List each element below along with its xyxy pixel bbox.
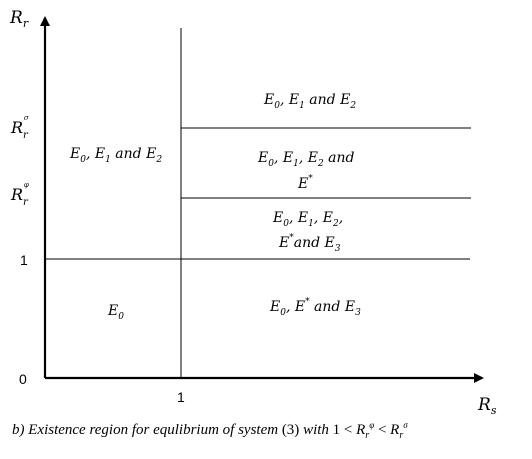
origin-label: 0	[19, 371, 27, 387]
region-right-lower-line2: E*and E3	[278, 233, 341, 254]
y-tick-phi: Rrφ	[10, 181, 29, 208]
region-right-lower-line1: E0, E1, E2,	[272, 210, 343, 229]
caption-with: with	[299, 422, 333, 438]
caption-lt1: <	[340, 422, 357, 438]
caption-one: 1	[332, 422, 341, 438]
caption-r2: Rrσ	[390, 420, 408, 441]
region-left-lower: E0	[107, 303, 124, 322]
region-right-mid-line2: E*	[297, 174, 313, 192]
y-tick-sigma: Rrσ	[10, 114, 29, 141]
x-tick-1: 1	[177, 389, 185, 405]
region-left-upper: E0, E1 and E2	[69, 146, 162, 165]
figure-caption: b) Existence region for equlibrium of sy…	[12, 420, 527, 441]
caption-prefix: b) Existence region for equlibrium of sy…	[12, 422, 282, 438]
y-axis-label: Rr	[9, 8, 29, 30]
caption-r1: Rrφ	[356, 420, 375, 441]
y-tick-1: 1	[20, 252, 28, 268]
caption-ref: (3)	[281, 422, 300, 438]
region-right-bottom: E0, E* and E3	[269, 297, 361, 318]
region-right-top: E0, E1 and E2	[263, 92, 356, 111]
x-axis-label: Rs	[477, 395, 497, 417]
caption-lt2: <	[374, 422, 391, 438]
region-right-mid-line1: E0, E1, E2 and	[257, 150, 355, 169]
